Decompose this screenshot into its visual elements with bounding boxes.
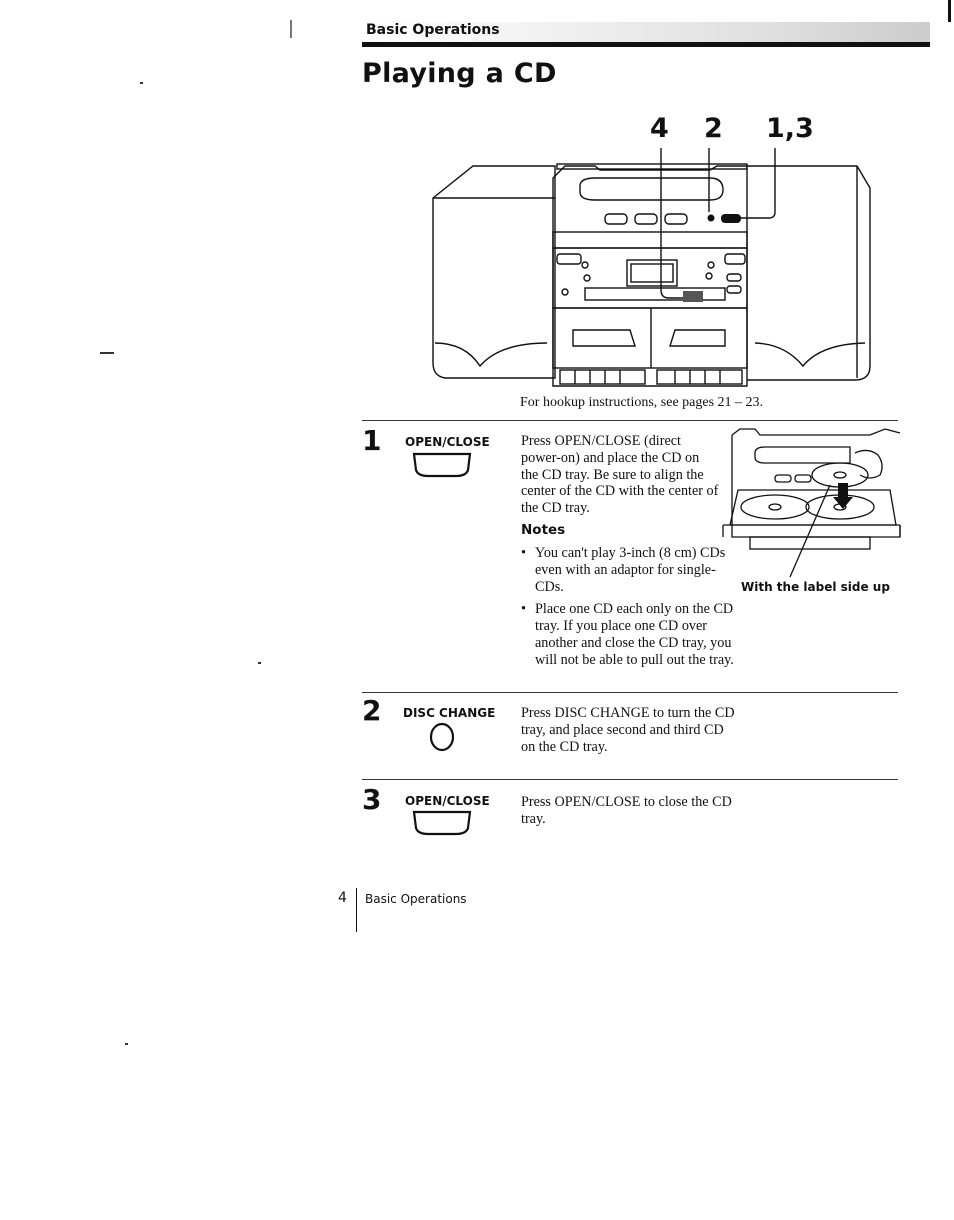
boombox-illustration [432,148,871,387]
scan-speck [125,1043,128,1045]
callout-step-4: 4 [650,113,669,144]
open-close-button-icon [412,452,472,478]
section-label: Basic Operations [366,22,500,38]
step-1-button-label: OPEN/CLOSE [405,435,490,449]
callout-step-2: 2 [704,113,723,144]
step-1-text: Press OPEN/CLOSE (direct power-on) and p… [521,433,719,517]
footer-rule [356,888,357,932]
step-3-number: 3 [362,783,382,816]
cd-tray-illustration [722,428,901,578]
page-title: Playing a CD [362,58,557,89]
step-2-button-label: DISC CHANGE [403,706,496,720]
label-side-caption: With the label side up [741,580,890,594]
callout-steps-1-3: 1,3 [766,113,814,144]
step-2-text: Press DISC CHANGE to turn the CD tray, a… [521,705,735,755]
notes-list: You can't play 3-inch (8 cm) CDs even wi… [521,545,739,675]
step-1-number: 1 [362,424,382,457]
scan-speck [290,20,292,38]
step-3-rule [362,779,898,780]
step-3-button-label: OPEN/CLOSE [405,794,490,808]
notes-heading: Notes [521,522,566,538]
step-2-number: 2 [362,694,382,727]
disc-change-button-icon [429,722,455,752]
step-2-rule [362,692,898,693]
footer-section: Basic Operations [365,892,467,906]
scan-speck [140,82,143,84]
hookup-caption: For hookup instructions, see pages 21 – … [520,395,764,410]
header-rule [362,42,930,47]
step-3-text: Press OPEN/CLOSE to close the CD tray. [521,794,732,827]
step-1-rule [362,420,898,421]
scan-speck [100,352,114,354]
page-number: 4 [338,890,347,906]
scan-speck [258,662,261,664]
note-item: You can't play 3-inch (8 cm) CDs even wi… [521,545,739,595]
open-close-button-icon [412,810,472,836]
note-item: Place one CD each only on the CD tray. I… [521,601,739,668]
margin-mark [948,0,951,22]
